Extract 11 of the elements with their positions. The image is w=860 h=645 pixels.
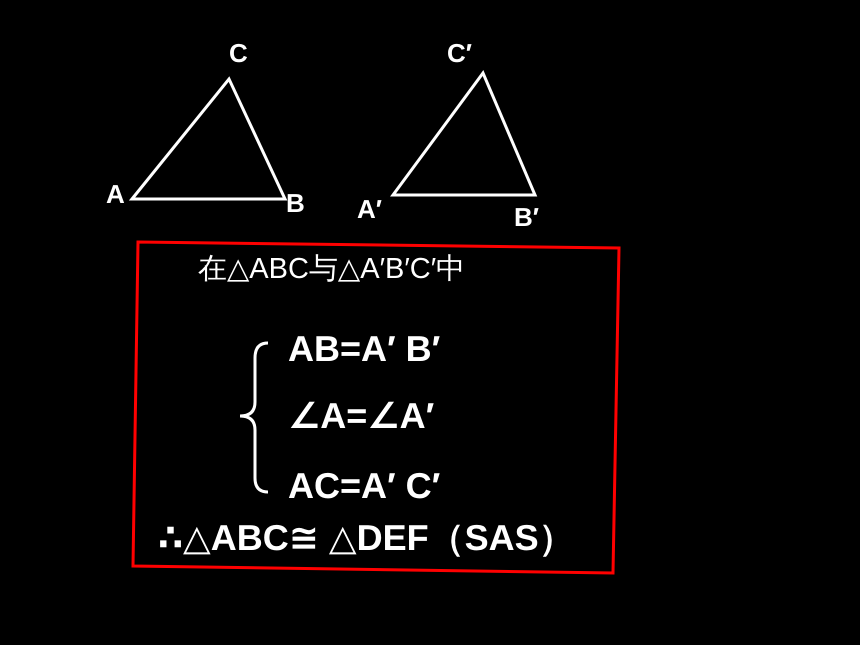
vertex-label: B <box>286 190 305 216</box>
heading-text: 在△ABC与△A′B′C′中 <box>198 255 466 284</box>
condition-text: ∠A=∠A′ <box>288 398 434 434</box>
vertex-label: B′ <box>514 204 540 230</box>
conclusion-text: ∴△ABC≅ △DEF（SAS） <box>158 520 575 556</box>
condition-text: AB=A′ B′ <box>288 331 440 367</box>
vertex-label: C <box>229 40 248 66</box>
vertex-label: A′ <box>357 196 382 222</box>
condition-text: AC=A′ C′ <box>288 468 440 504</box>
vertex-label: A <box>106 181 125 207</box>
vertex-label: C′ <box>447 40 472 66</box>
